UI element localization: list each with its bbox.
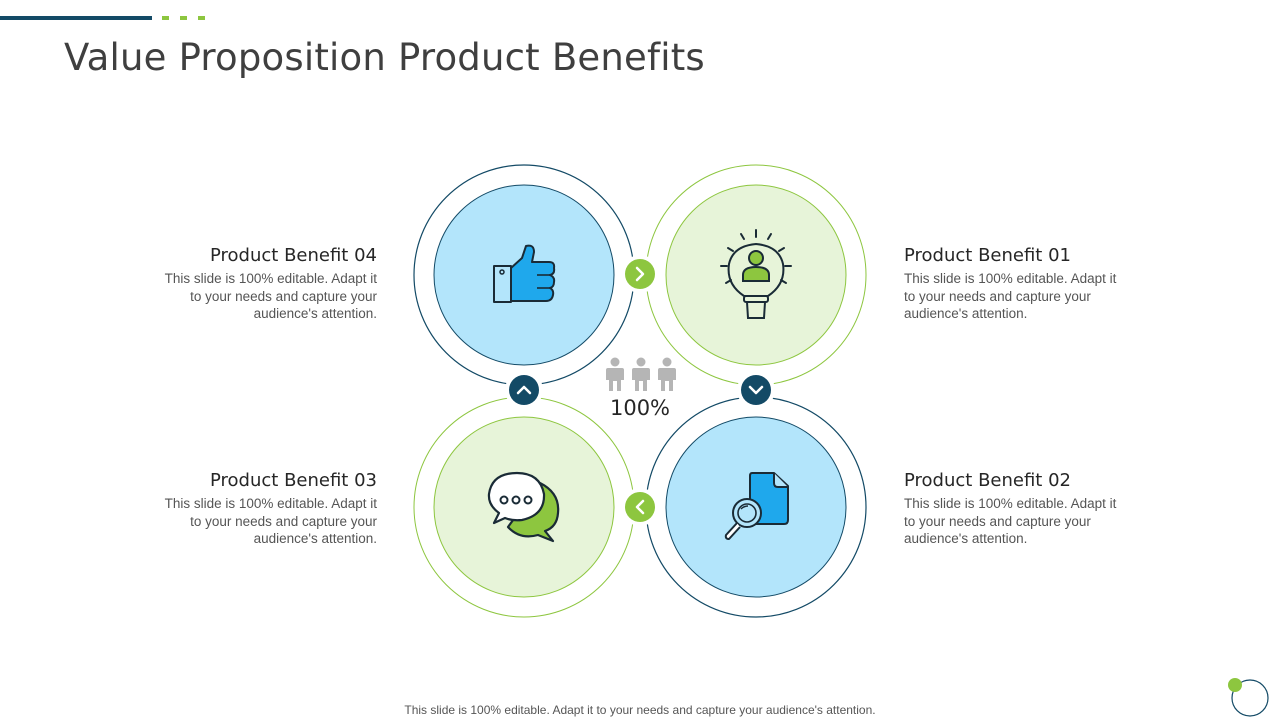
benefit-04-block: Product Benefit 04 This slide is 100% ed… [152, 245, 377, 323]
chevron-down-icon [748, 385, 764, 395]
thumbs-up-icon [493, 244, 556, 303]
benefit-description: This slide is 100% editable. Adapt it to… [164, 271, 377, 321]
header-accent-dash [180, 16, 187, 20]
connector-right-button[interactable] [621, 255, 659, 293]
benefit-title: Product Benefit 02 [904, 470, 1071, 491]
connector-down-button[interactable] [737, 371, 775, 409]
chat-bubbles-icon [487, 471, 560, 543]
people-group-icon [606, 357, 676, 391]
header-accent-bar [0, 16, 152, 20]
center-value: 100% [609, 396, 671, 420]
logo-icon [1228, 678, 1269, 717]
header-accent-dash [198, 16, 205, 20]
connector-left-button[interactable] [621, 488, 659, 526]
header-accent-dash [162, 16, 169, 20]
benefit-01-block: Product Benefit 01 This slide is 100% ed… [904, 245, 1129, 323]
chevron-left-icon [635, 499, 645, 515]
chevron-up-icon [516, 385, 532, 395]
benefit-03-block: Product Benefit 03 This slide is 100% ed… [152, 470, 377, 548]
lightbulb-person-icon [720, 229, 792, 319]
connector-up-button[interactable] [505, 371, 543, 409]
document-search-icon [724, 472, 789, 540]
benefit-title: Product Benefit 04 [210, 245, 377, 266]
benefit-description: This slide is 100% editable. Adapt it to… [904, 496, 1117, 546]
footer-note: This slide is 100% editable. Adapt it to… [404, 703, 876, 717]
benefit-description: This slide is 100% editable. Adapt it to… [164, 496, 377, 546]
benefit-title: Product Benefit 01 [904, 245, 1071, 266]
benefit-title: Product Benefit 03 [210, 470, 377, 491]
chevron-right-icon [635, 266, 645, 282]
page-title: Value Proposition Product Benefits [64, 36, 705, 79]
benefit-description: This slide is 100% editable. Adapt it to… [904, 271, 1117, 321]
benefit-02-block: Product Benefit 02 This slide is 100% ed… [904, 470, 1129, 548]
